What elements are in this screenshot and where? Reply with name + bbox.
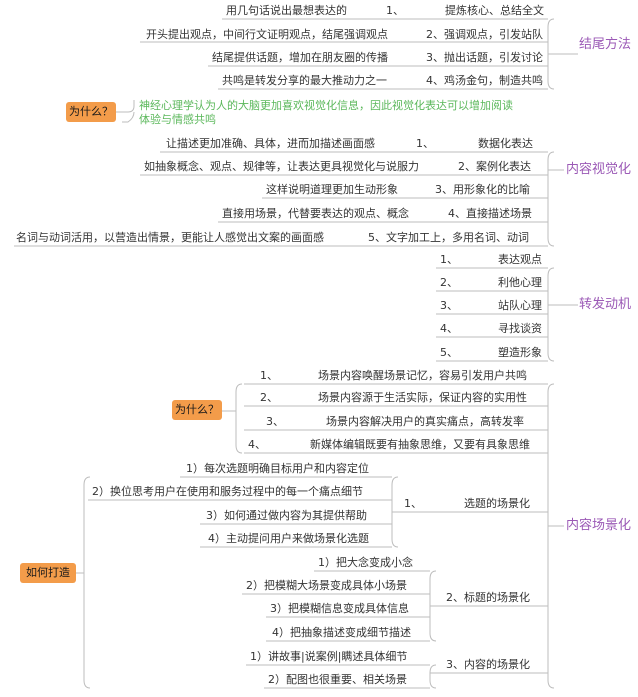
scene-why-num-2: 2、 (260, 391, 278, 404)
ending-label-2: 强调观点，引发站队 (444, 28, 543, 41)
forward-item-1[interactable]: 表达观点 (498, 253, 542, 266)
visual-detail-2: 如抽象概念、观点、规律等，让表达更具视觉化与说服力 (144, 160, 419, 173)
scene-how-2-detail-3: 3）把模糊信息变成具体信息 (270, 602, 409, 615)
visual-item-2[interactable]: 2、案例化表达 (458, 160, 531, 174)
ending-item-3[interactable]: 3、抛出话题，引发讨论 (426, 51, 543, 65)
how-3-bracket (429, 664, 437, 689)
scene-why-num-3: 3、 (266, 415, 284, 428)
scene-how-1-detail-2: 2）换位思考用户在使用和服务过程中的每一个痛点细节 (92, 485, 363, 498)
visual-detail-4: 直接用场景，代替要表达的观点、概念 (222, 207, 409, 220)
scene-how-3-detail-2: 2）配图也很重要、相关场景 (268, 673, 407, 686)
forward-num-5: 5、 (440, 346, 458, 359)
visual-detail-1: 让描述更加准确、具体，进而加描述画面感 (166, 137, 375, 150)
scene-how-1-detail-4: 4）主动提问用户来做场景化选题 (208, 532, 369, 545)
scene-how-item-1[interactable]: 选题的场景化 (464, 497, 530, 510)
ending-item-4[interactable]: 4、鸡汤金句，制造共鸣 (426, 74, 543, 88)
forward-num-2: 2、 (440, 276, 458, 289)
visual-label-5: 文字加工上，多用名词、动词 (386, 231, 529, 244)
forward-bracket (547, 267, 555, 362)
ending-label-4: 鸡汤金句，制造共鸣 (444, 74, 543, 87)
scene-why-item-4[interactable]: 新媒体编辑既要有抽象思维，又要有具象思维 (310, 438, 530, 451)
forward-num-4: 4、 (440, 322, 458, 335)
visual-label-4: 直接描述场景 (466, 207, 532, 220)
visual-item-4[interactable]: 4、直接描述场景 (448, 207, 532, 221)
visual-why-badge[interactable]: 为什么？ (66, 102, 116, 122)
scene-why-num-4: 4、 (248, 438, 266, 451)
visual-num-4: 4、 (448, 207, 466, 220)
visual-num-2: 2、 (458, 160, 476, 173)
scene-how-num-2: 2、 (446, 591, 464, 604)
branch-scene[interactable]: 内容场景化 (566, 518, 632, 533)
ending-item-1[interactable]: 提炼核心、总结全文 (445, 4, 544, 17)
scene-why-num-1: 1、 (260, 369, 278, 382)
ending-num-2: 2、 (426, 28, 444, 41)
scene-why-item-3[interactable]: 场景内容解决用户的真实痛点，高转发率 (326, 415, 524, 428)
visual-num-1: 1、 (416, 137, 434, 150)
visual-bracket (547, 151, 555, 247)
forward-item-3[interactable]: 站队心理 (498, 299, 542, 312)
visual-item-1[interactable]: 数据化表达 (478, 137, 533, 150)
scene-how-label-3: 内容的场景化 (464, 658, 530, 671)
ending-num-4: 4、 (426, 74, 444, 87)
scene-how-1-detail-3: 3）如何通过做内容为其提供帮助 (206, 509, 367, 522)
scene-how-label-2: 标题的场景化 (464, 591, 530, 604)
why-bracket (235, 383, 243, 454)
visual-item-3[interactable]: 3、用形象化的比喻 (435, 183, 530, 197)
forward-item-5[interactable]: 塑造形象 (498, 346, 542, 359)
visual-why-link (116, 100, 135, 123)
ending-detail-2: 开头提出观点，中间行文证明观点，结尾强调观点 (146, 28, 388, 41)
forward-num-3: 3、 (440, 299, 458, 312)
ending-num-1: 1、 (386, 4, 404, 17)
visual-num-3: 3、 (435, 183, 453, 196)
visual-detail-3: 这样说明道理更加生动形象 (266, 183, 398, 196)
forward-item-4[interactable]: 寻找谈资 (498, 322, 542, 335)
visual-why-note: 神经心理学认为人的大脑更加喜欢视觉化信息，因此视觉化表达可以增加阅读体验与情感共… (139, 99, 513, 126)
scene-why-badge[interactable]: 为什么？ (172, 400, 222, 420)
ending-detail-1: 用几句话说出最想表达的 (226, 4, 347, 17)
visual-detail-5: 名词与动词活用，以营造出情景，更能让人感觉出文案的画面感 (16, 231, 324, 244)
scene-how-item-3[interactable]: 3、内容的场景化 (446, 658, 530, 672)
forward-item-2[interactable]: 利他心理 (498, 276, 542, 289)
scene-how-item-2[interactable]: 2、标题的场景化 (446, 591, 530, 605)
how-bracket (83, 476, 91, 689)
ending-item-2[interactable]: 2、强调观点，引发站队 (426, 28, 543, 42)
scene-how-2-detail-1: 1）把大念变成小念 (318, 556, 413, 569)
scene-how-3-detail-1: 1）讲故事|说案例|瞒述具体细节 (250, 650, 408, 663)
scene-how-1-detail-1: 1）每次选题明确目标用户和内容定位 (186, 462, 369, 475)
forward-num-1: 1、 (440, 253, 458, 266)
scene-how-2-detail-4: 4）把抽象描述变成细节描述 (272, 626, 411, 639)
branch-visual[interactable]: 内容视觉化 (566, 162, 632, 177)
scene-bracket (547, 383, 555, 689)
ending-label-3: 抛出话题，引发讨论 (444, 51, 543, 64)
ending-detail-4: 共鸣是转发分享的最大推动力之一 (222, 74, 387, 87)
branch-ending[interactable]: 结尾方法 (579, 37, 632, 52)
visual-num-5: 5、 (368, 231, 386, 244)
scene-why-item-1[interactable]: 场景内容唤醒场景记忆，容易引发用户共鸣 (318, 369, 527, 382)
scene-why-item-2[interactable]: 场景内容源于生活实际，保证内容的实用性 (318, 391, 527, 404)
scene-how-num-1: 1、 (404, 497, 422, 510)
visual-item-5[interactable]: 5、文字加工上，多用名词、动词 (368, 231, 529, 245)
scene-how-2-detail-2: 2）把模糊大场景变成具体小场景 (246, 579, 407, 592)
branch-forward[interactable]: 转发动机 (579, 297, 632, 312)
ending-num-3: 3、 (426, 51, 444, 64)
ending-detail-3: 结尾提供话题，增加在朋友圈的传播 (212, 51, 388, 64)
visual-label-3: 用形象化的比喻 (453, 183, 530, 196)
scene-how-badge[interactable]: 如何打造 (20, 563, 76, 583)
visual-label-2: 案例化表达 (476, 160, 531, 173)
scene-how-num-3: 3、 (446, 658, 464, 671)
